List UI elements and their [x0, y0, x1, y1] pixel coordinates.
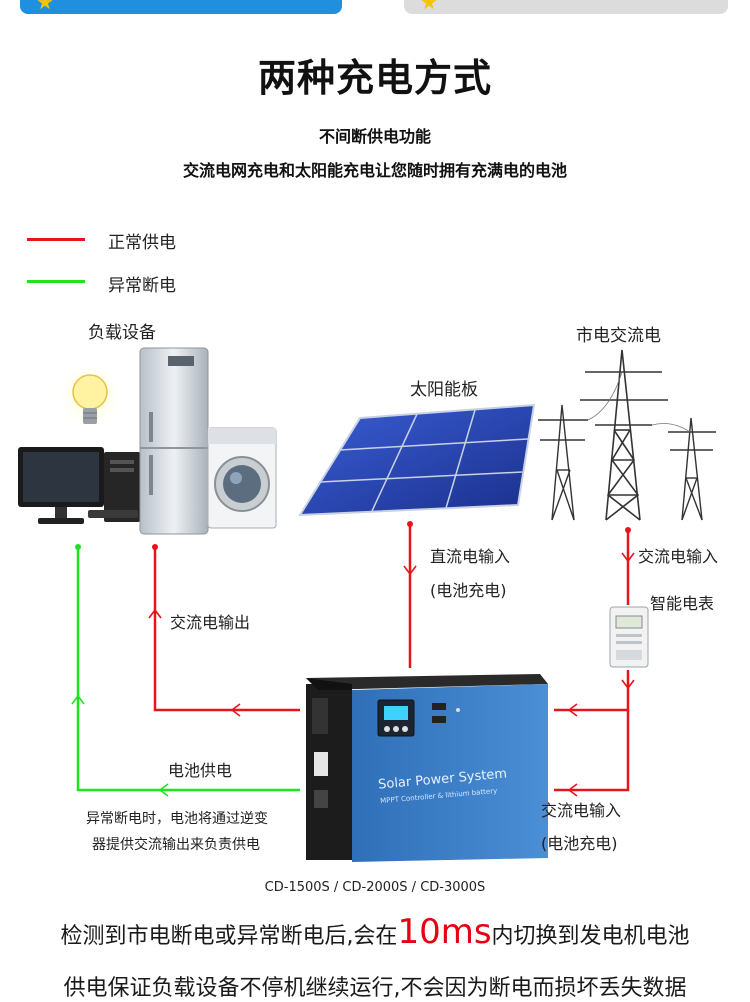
ac-output-label: 交流电输出: [170, 613, 251, 632]
flow-arrows-red: [148, 552, 635, 797]
power-tower-small-right-icon: [668, 417, 716, 521]
legend-red-label: 正常供电: [108, 233, 176, 253]
legend-green-label: 异常断电: [108, 276, 176, 296]
grid-label: 市电交流电: [576, 326, 661, 346]
dc-input-note: (电池充电): [430, 581, 507, 600]
power-station-device: [306, 674, 548, 862]
star-icon: ★: [420, 0, 438, 14]
switch-time-highlight: 10ms: [397, 912, 492, 952]
flow-line-meter-to-device: [554, 670, 630, 712]
fridge-icon: [139, 347, 209, 535]
page-title: 两种充电方式: [257, 56, 492, 100]
bottom-text-line-2: 供电保证负载设备不停机继续运行,不会因为断电而损坏丢失数据: [63, 976, 687, 1001]
flow-arrows-green: [71, 694, 169, 797]
ac-input-bottom-note: (电池充电): [541, 834, 618, 853]
subtitle-line-1: 不间断供电功能: [318, 127, 431, 146]
ac-input-top-label: 交流电输入: [638, 547, 719, 566]
top-tab-right[interactable]: ★: [404, 0, 728, 14]
legend-green-line: [27, 280, 85, 283]
top-tab-left[interactable]: ★: [20, 0, 342, 14]
model-numbers: CD-1500S / CD-2000S / CD-3000S: [264, 880, 486, 895]
dc-input-label: 直流电输入: [430, 547, 511, 566]
washing-machine-icon: [207, 427, 277, 529]
computer-icon: [18, 447, 140, 524]
power-tower-small-left-icon: [538, 404, 588, 521]
load-devices-label: 负载设备: [88, 323, 156, 343]
bottom-line-1-pre: 检测到市电断电或异常断电后,会在: [60, 924, 398, 949]
bottom-text-line-1: 检测到市电断电或异常断电后,会在10ms内切换到发电机电池: [0, 912, 750, 952]
outage-note-line-2: 器提供交流输出来负责供电: [92, 837, 260, 853]
flow-line-ac-input-bottom: [554, 710, 630, 792]
subtitle-line-2: 交流电网充电和太阳能充电让您随时拥有充满电的电池: [182, 161, 567, 180]
power-tower-icon: [580, 349, 668, 521]
solar-panel-label: 太阳能板: [410, 380, 478, 400]
light-bulb-icon: [54, 359, 126, 431]
smart-meter-label: 智能电表: [650, 594, 715, 613]
bottom-line-1-post: 内切换到发电机电池: [491, 924, 690, 949]
flow-line-ac-output: [153, 548, 300, 712]
flow-line-battery-supply: [76, 548, 300, 792]
outage-note-line-1: 异常断电时，电池将通过逆变: [86, 811, 268, 827]
battery-supply-label: 电池供电: [168, 761, 233, 780]
smart-meter-icon: [609, 606, 649, 668]
ac-input-bottom-label: 交流电输入: [541, 801, 622, 820]
legend-red-line: [27, 238, 85, 241]
star-icon: ★: [36, 0, 54, 14]
solar-panel-icon: [298, 403, 536, 517]
